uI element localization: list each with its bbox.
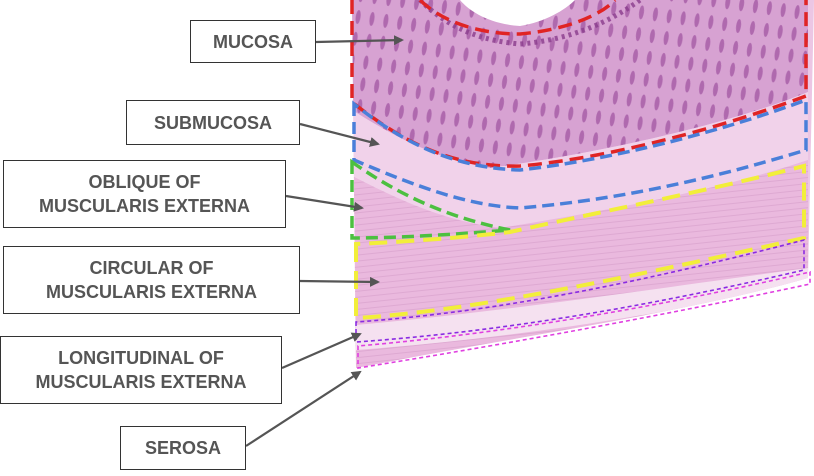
label-circular-line2: MUSCULARIS EXTERNA	[45, 282, 257, 302]
label-oblique-line1: OBLIQUE OF	[88, 172, 201, 192]
label-submucosa: SUBMUCOSA	[126, 100, 300, 145]
mucosa-glands	[352, 0, 808, 168]
label-longitudinal: LONGITUDINAL OF MUSCULARIS EXTERNA	[0, 336, 282, 404]
label-longitudinal-line2: MUSCULARIS EXTERNA	[35, 372, 247, 392]
mucosa-lumen-outline	[418, 0, 617, 36]
label-circular-line1: CIRCULAR OF	[89, 258, 214, 278]
label-submucosa-text: SUBMUCOSA	[153, 112, 272, 133]
circular-arrow	[299, 276, 380, 287]
serosa-arrow	[245, 370, 362, 447]
oblique-arrow	[285, 194, 364, 212]
longitudinal-outline	[355, 238, 805, 343]
circular-outline	[354, 163, 806, 321]
label-mucosa: MUCOSA	[190, 20, 316, 63]
label-longitudinal-line1: LONGITUDINAL OF	[58, 348, 224, 368]
serosa-tissue	[356, 268, 808, 350]
submucosa-arrow	[299, 122, 380, 147]
label-oblique-line2: MUSCULARIS EXTERNA	[38, 196, 250, 216]
submucosa-tissue	[352, 92, 808, 228]
serosa-outline	[357, 270, 811, 369]
tissue-section	[352, 0, 814, 368]
label-serosa-text: SEROSA	[144, 438, 222, 458]
longitudinal-arrow	[281, 332, 362, 370]
label-mucosa-text: MUCOSA	[213, 31, 293, 52]
label-circular: CIRCULAR OF MUSCULARIS EXTERNA	[3, 246, 300, 314]
label-oblique: OBLIQUE OF MUSCULARIS EXTERNA	[3, 160, 286, 228]
label-serosa: SEROSA	[120, 426, 246, 470]
mucosa-surface	[418, 0, 642, 47]
submucosa-outline	[352, 97, 808, 210]
mucosa-arrow	[315, 35, 404, 46]
lumen	[460, 0, 575, 26]
